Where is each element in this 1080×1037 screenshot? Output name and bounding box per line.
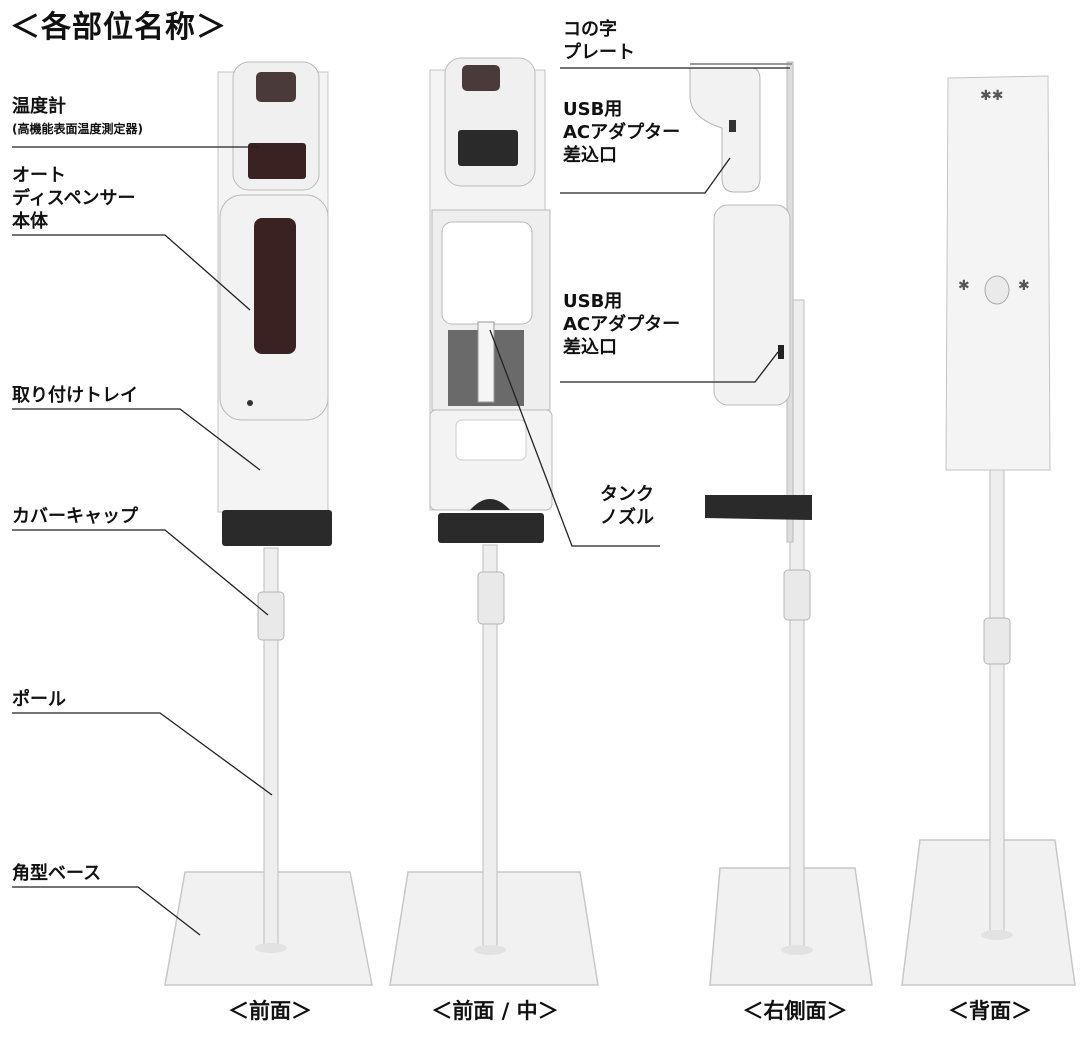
label-plate: コの字 プレート (563, 19, 635, 63)
label-pole: ポール (12, 689, 66, 710)
leader-lines (12, 67, 790, 936)
inside-nozzle (477, 321, 495, 403)
label-base: 角型ベース (12, 863, 102, 884)
svg-text:✱✱: ✱✱ (980, 88, 1003, 104)
label-usb-top: USB用 ACアダプター 差込口 (563, 99, 681, 166)
front-view (164, 61, 373, 986)
side-dispenser-body (713, 204, 791, 406)
caption-right-side: ＜右側面＞ (742, 999, 848, 1023)
front-thermometer-display (248, 143, 306, 179)
label-cover-cap: カバーキャップ (12, 506, 138, 527)
front-tray (222, 510, 332, 546)
svg-text:✱: ✱ (958, 278, 970, 294)
front-inside-view (389, 57, 599, 986)
label-dispenser: オート ディスペンサー 本体 (12, 165, 136, 232)
back-plate (945, 75, 1051, 471)
caption-front: ＜前面＞ (228, 999, 312, 1023)
side-cover-cap (783, 569, 811, 621)
inside-cover-cap (477, 571, 505, 625)
back-square-base (901, 839, 1076, 986)
caption-back: ＜背面＞ (948, 999, 1032, 1023)
label-tank-nozzle: タンク ノズル (600, 484, 654, 528)
page-title: ＜各部位名称＞ (10, 10, 227, 45)
inside-tank (441, 221, 533, 325)
back-cover-cap (983, 617, 1011, 665)
label-usb-mid: USB用 ACアダプター 差込口 (563, 291, 681, 358)
label-tray: 取り付けトレイ (12, 385, 138, 406)
front-cover-cap (257, 591, 285, 641)
side-tray (705, 495, 812, 520)
svg-text:✱: ✱ (1018, 278, 1030, 294)
label-thermometer: 温度計 (12, 96, 66, 117)
right-side-view (689, 61, 873, 986)
label-thermometer-sub: (高機能表面温度測定器) (12, 122, 143, 136)
side-thermometer (689, 67, 761, 193)
caption-front-inside: ＜前面 / 中＞ (431, 999, 559, 1023)
front-dispenser-window (254, 218, 296, 354)
inside-tray (438, 513, 544, 543)
back-view: ✱✱ ✱ ✱ (901, 75, 1076, 986)
